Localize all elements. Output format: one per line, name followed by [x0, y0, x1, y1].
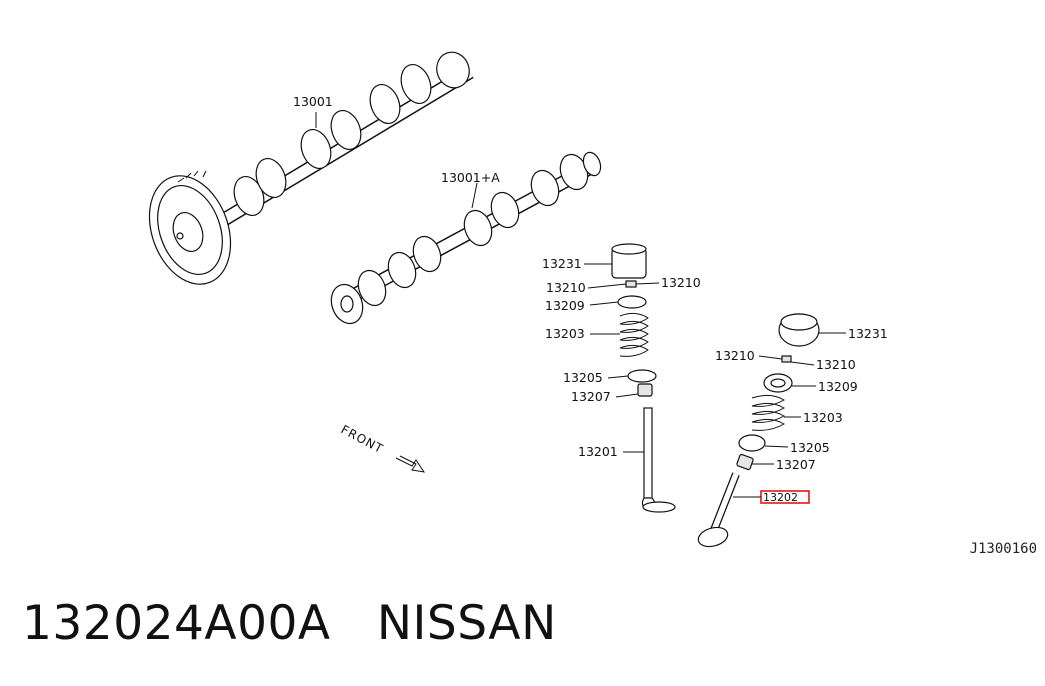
- part-number: 132024A00A: [22, 596, 331, 651]
- label-13207-b: 13207: [776, 457, 816, 472]
- label-13210-b-left: 13210: [715, 348, 755, 363]
- label-13209-b: 13209: [818, 379, 858, 394]
- label-13231-a: 13231: [542, 256, 582, 271]
- front-arrow-icon: [395, 455, 426, 473]
- label-13205-a: 13205: [563, 370, 603, 385]
- label-13205-b: 13205: [790, 440, 830, 455]
- label-13207-a: 13207: [571, 389, 611, 404]
- label-camshaft-13001: 13001: [293, 94, 333, 109]
- highlight-13202[interactable]: 13202: [760, 490, 810, 504]
- label-13210-a-left: 13210: [546, 280, 586, 295]
- label-13202: 13202: [763, 491, 798, 504]
- label-13210-a-right: 13210: [661, 275, 701, 290]
- caption: 132024A00A NISSAN: [22, 596, 557, 651]
- front-label: FRONT: [339, 422, 386, 456]
- label-camshaft-13001-a: 13001+A: [441, 170, 500, 185]
- parts-diagram: 13001 13001+A 13231 1: [135, 48, 888, 550]
- label-13210-b-right: 13210: [816, 357, 856, 372]
- brand-name: NISSAN: [376, 596, 557, 651]
- label-13203-b: 13203: [803, 410, 843, 425]
- valve-assembly-b[interactable]: [696, 313, 820, 550]
- label-13231-b: 13231: [848, 326, 888, 341]
- diagram-code: J1300160: [969, 541, 1037, 557]
- caption-separator: [331, 596, 377, 651]
- label-13203-a: 13203: [545, 326, 585, 341]
- camshaft-13001[interactable]: [135, 48, 474, 296]
- valve-assembly-a[interactable]: [611, 243, 676, 513]
- front-direction-indicator: FRONT: [339, 422, 426, 473]
- label-13209-a: 13209: [545, 298, 585, 313]
- camshaft-13001-a[interactable]: [326, 150, 604, 328]
- label-13201: 13201: [578, 444, 618, 459]
